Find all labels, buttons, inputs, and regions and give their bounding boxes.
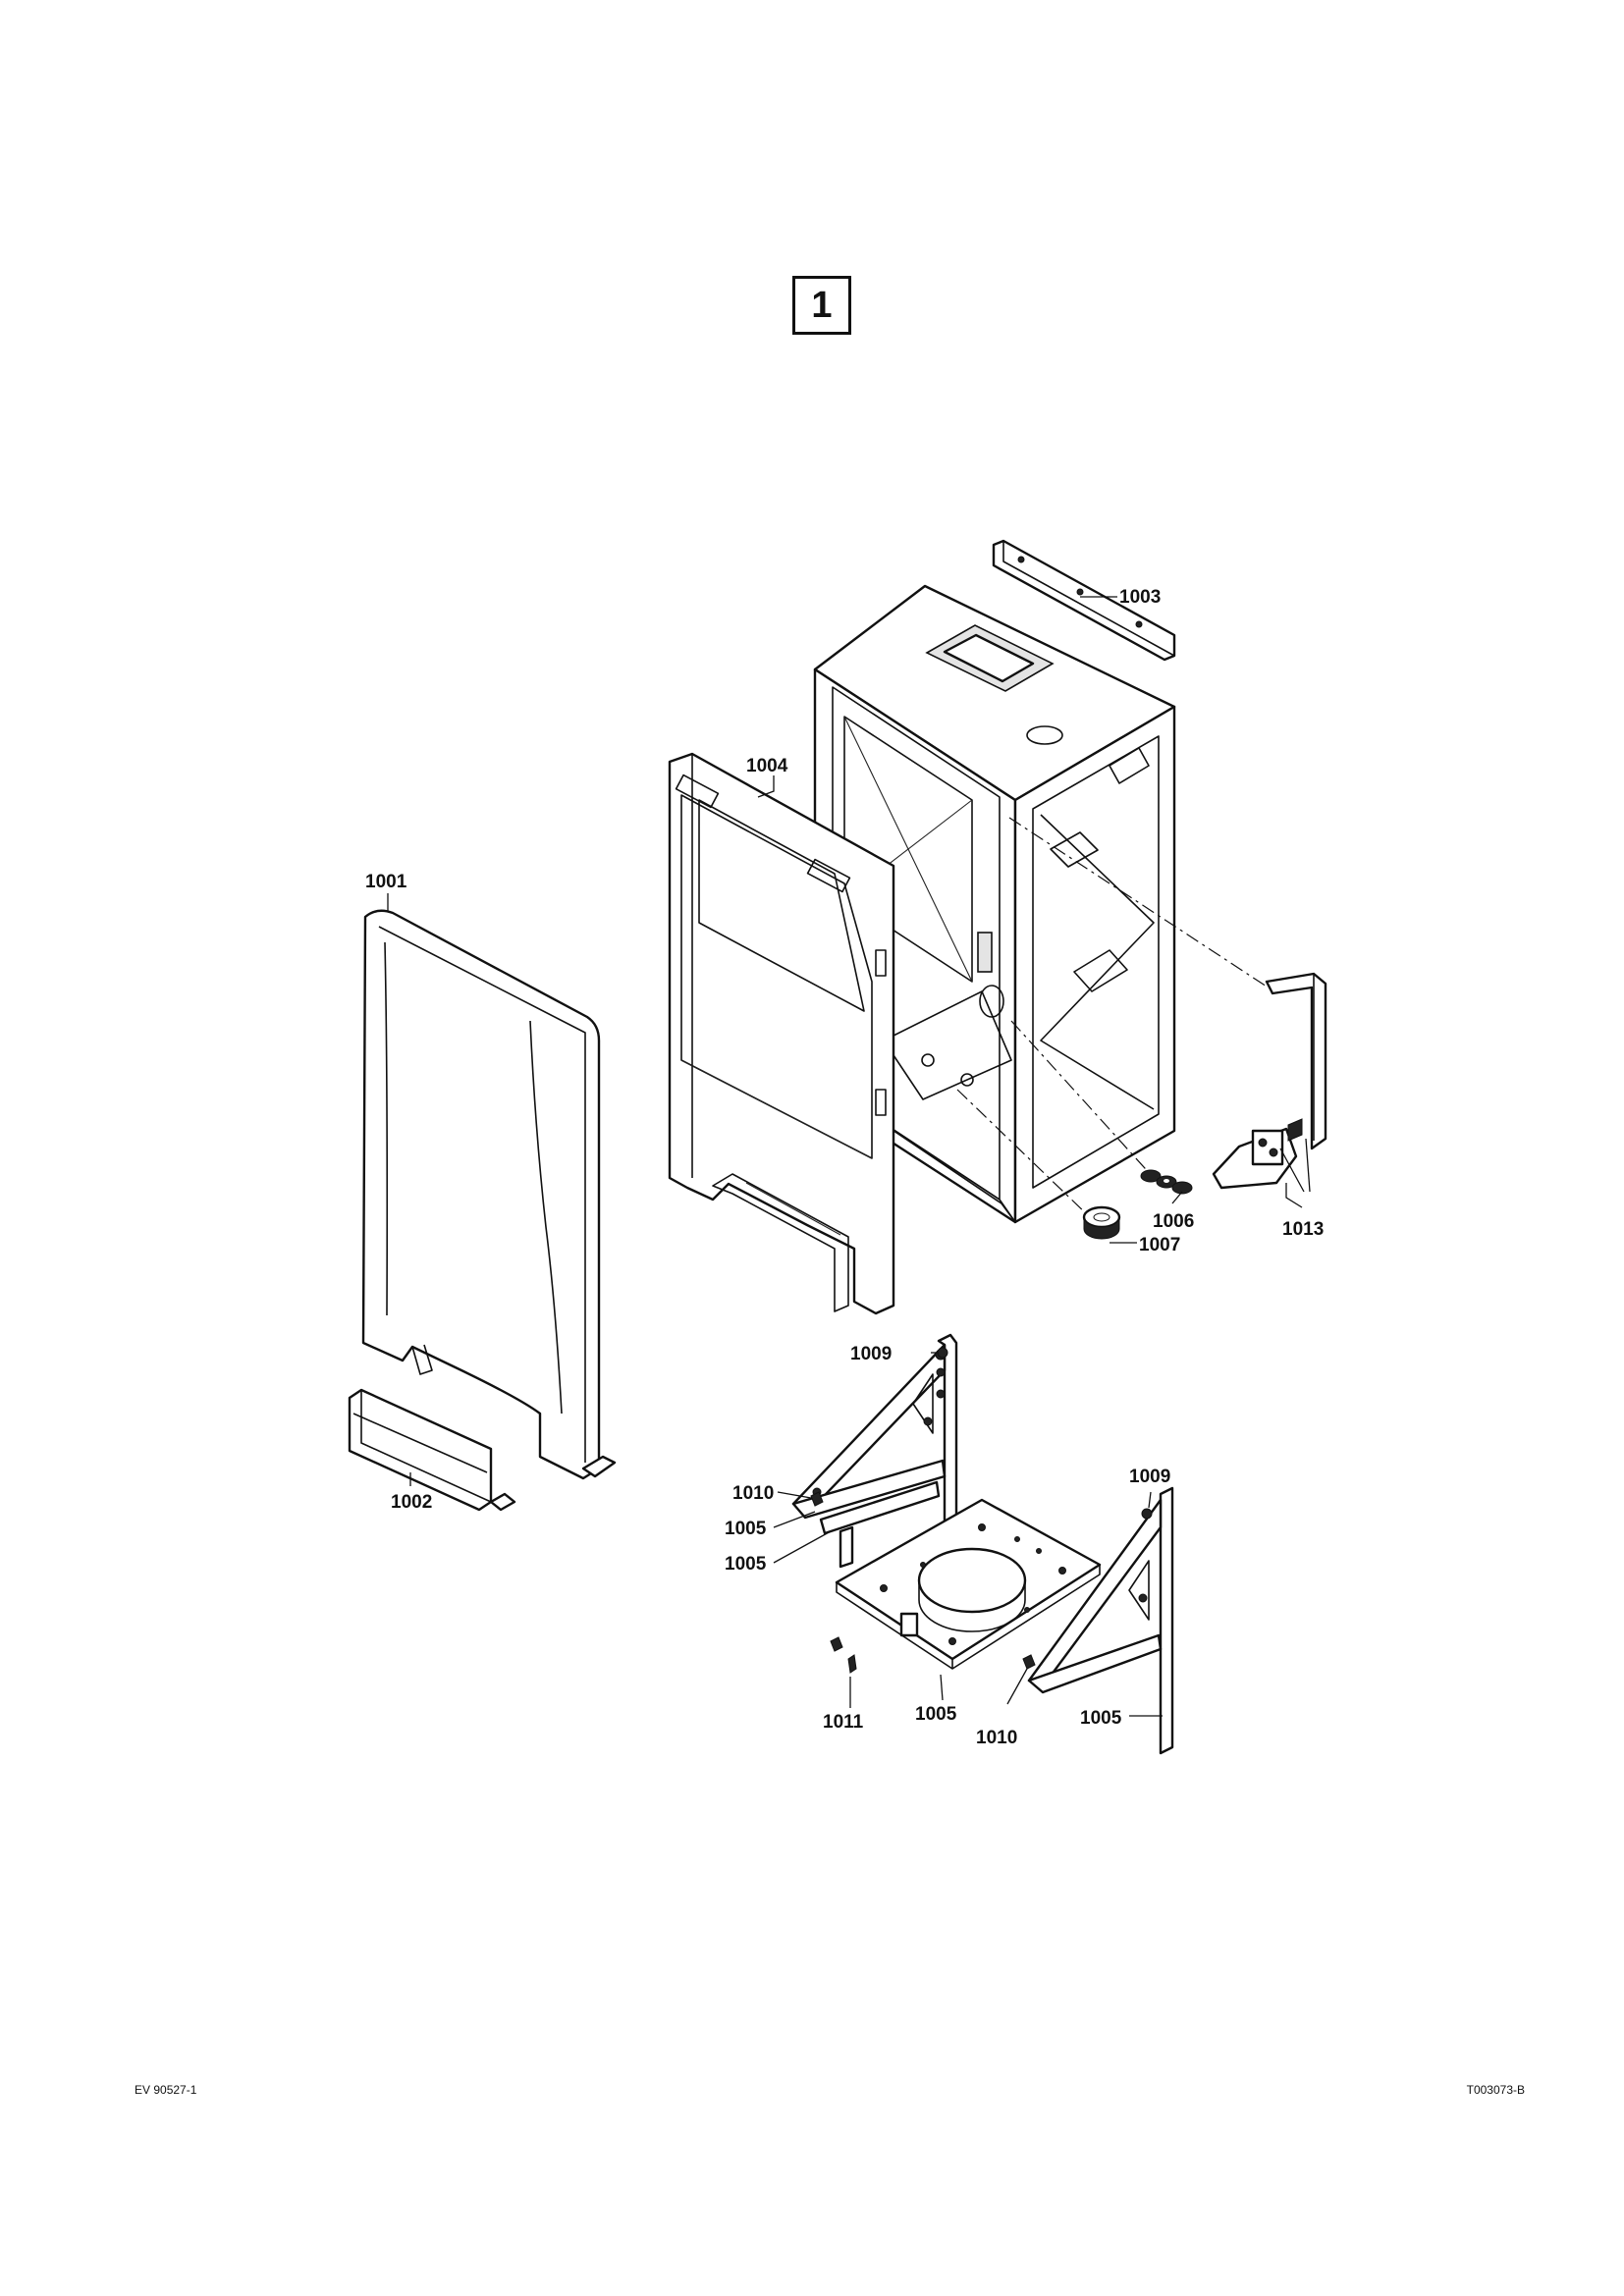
- part-1007-grommet: [1082, 1205, 1121, 1240]
- assembly-line-1006: [1010, 1020, 1155, 1179]
- callout-1013: 1013: [1282, 1219, 1324, 1240]
- part-1002-lower-trim: [348, 1388, 516, 1512]
- callout-1004: 1004: [746, 756, 788, 776]
- figure-number-box: 1: [792, 276, 851, 335]
- callout-1010-right: 1010: [976, 1728, 1017, 1748]
- callout-1007: 1007: [1139, 1235, 1180, 1255]
- callout-1011: 1011: [823, 1712, 864, 1733]
- callout-1009-right: 1009: [1129, 1467, 1170, 1487]
- callout-1006: 1006: [1153, 1211, 1194, 1232]
- callout-1005-b: 1005: [725, 1554, 767, 1575]
- callout-1001: 1001: [365, 872, 407, 892]
- part-1003-rail: [992, 539, 1176, 662]
- callout-1005-c: 1005: [915, 1704, 957, 1725]
- part-1005-base-plate: [835, 1498, 1102, 1670]
- callout-1002: 1002: [391, 1492, 432, 1513]
- part-1006-washers: [1140, 1169, 1193, 1195]
- assembly-line-1013: [1008, 817, 1268, 988]
- callout-labels: 1003 1004 1001 1002 1006 1007 1013 1009 …: [365, 587, 1324, 1748]
- part-1013-bracket: [1212, 972, 1327, 1190]
- callout-1009-left: 1009: [850, 1344, 892, 1364]
- leader-lines: [387, 596, 1311, 1717]
- part-1004-inner-cover: [668, 752, 895, 1315]
- footer-drawing-code: T003073-B: [1466, 2083, 1525, 2097]
- part-1001-front-panel: [361, 909, 617, 1480]
- screw-parts: [810, 1347, 1153, 1674]
- callout-1010-left: 1010: [732, 1483, 774, 1504]
- callout-1005-d: 1005: [1080, 1708, 1122, 1729]
- callout-1005-a: 1005: [725, 1519, 767, 1539]
- figure-number: 1: [811, 284, 833, 326]
- assembly-line-1007: [956, 1089, 1091, 1218]
- callout-1003: 1003: [1119, 587, 1161, 608]
- footer-document-code: EV 90527-1: [135, 2083, 197, 2097]
- part-1005-right-stand: [1027, 1486, 1174, 1755]
